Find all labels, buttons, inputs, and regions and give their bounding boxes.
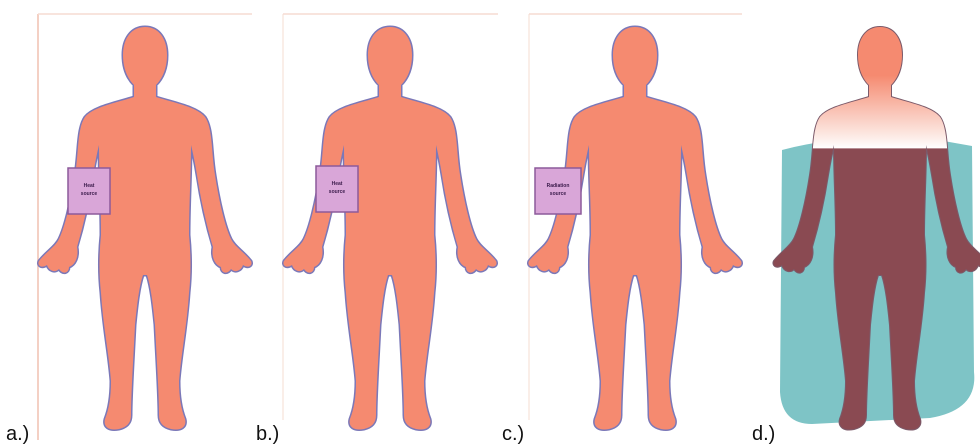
human-body — [528, 27, 741, 430]
heat-source-label: source — [81, 191, 98, 197]
panel-label: c.) — [502, 423, 524, 445]
panel-label: b.) — [256, 423, 279, 445]
human-body — [38, 27, 251, 430]
human-body — [283, 27, 496, 430]
panel-label: d.) — [752, 423, 775, 445]
radiation-source-label: source — [550, 191, 567, 197]
heat-source-label: source — [329, 189, 346, 195]
panel-label: a.) — [6, 423, 29, 445]
panel-d: d.) — [752, 27, 980, 445]
heat-source-label: Heat — [84, 183, 95, 189]
panel-b: Heat source b.) — [256, 14, 498, 445]
panel-c: Radiation source c.) — [502, 14, 742, 445]
radiation-source-label: Radiation — [547, 183, 570, 189]
panel-a: Heat source a.) — [6, 14, 252, 445]
heat-source-label: Heat — [332, 181, 343, 187]
